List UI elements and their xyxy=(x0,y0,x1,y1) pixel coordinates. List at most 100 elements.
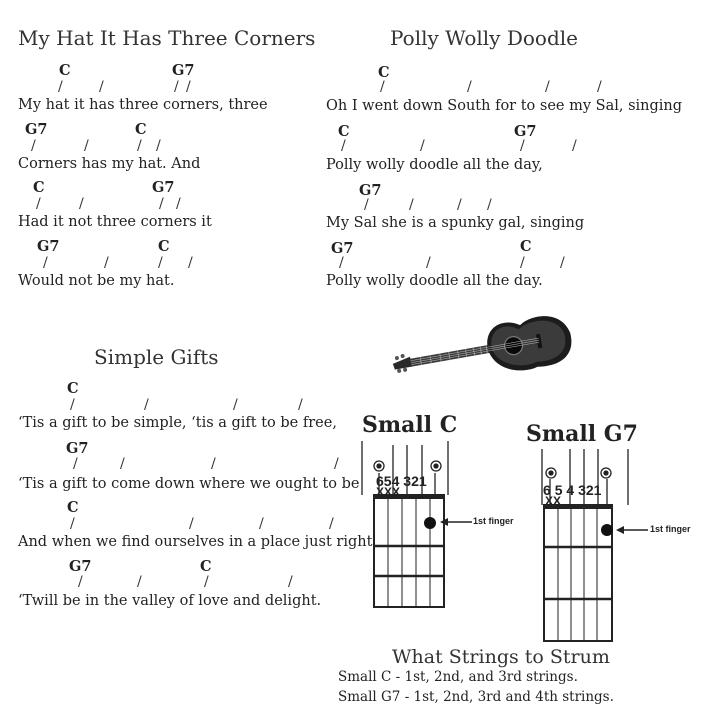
beat-mark: / xyxy=(84,138,89,154)
chord: C xyxy=(520,238,532,255)
strum-instruction: Small C - 1st, 2nd, and 3rd strings. xyxy=(338,669,578,685)
muted-mark: X xyxy=(545,494,554,508)
beat-mark: / xyxy=(341,138,346,154)
beat-mark: / xyxy=(426,255,431,271)
lyric-line: Oh I went down South for to see my Sal, … xyxy=(326,98,683,114)
string-numbers-g7: 6 5 4 321 xyxy=(543,482,601,498)
beat-mark: / xyxy=(572,138,577,154)
finger-label-c: 1st finger xyxy=(473,516,514,526)
beat-mark: / xyxy=(298,397,303,413)
string-number: 6 xyxy=(376,473,384,489)
finger-dot xyxy=(424,517,436,529)
chord: C xyxy=(338,123,350,140)
beat-mark: / xyxy=(99,79,104,95)
chord: G7 xyxy=(25,121,48,138)
beat-mark: / xyxy=(520,255,525,271)
beat-mark: / xyxy=(159,196,164,212)
beat-mark: / xyxy=(560,255,565,271)
string-number: 2 xyxy=(411,473,419,489)
lyric-line: Would not be my hat. xyxy=(18,273,175,289)
muted-mark: X xyxy=(392,485,401,499)
chord: C xyxy=(158,238,170,255)
chord: C xyxy=(135,121,147,138)
beat-mark: / xyxy=(364,197,369,213)
beat-mark: / xyxy=(520,138,525,154)
beat-mark: / xyxy=(104,255,109,271)
string-number: 1 xyxy=(593,482,602,498)
lyric-line: Corners has my hat. And xyxy=(18,156,201,172)
beat-mark: / xyxy=(233,397,238,413)
beat-mark: / xyxy=(409,197,414,213)
beat-mark: / xyxy=(43,255,48,271)
chord-diagram-small-c xyxy=(361,441,449,608)
lyric-line: My hat it has three corners, three xyxy=(18,97,268,113)
muted-mark: X xyxy=(376,485,385,499)
beat-mark: / xyxy=(31,138,36,154)
string-numbers-c: 654 321 xyxy=(376,473,427,489)
muted-strings-c: XXX xyxy=(376,485,400,499)
chord: C xyxy=(67,380,79,397)
beat-mark: / xyxy=(487,197,492,213)
beat-mark: / xyxy=(189,516,194,532)
lyric-line: Polly wolly doodle all the day. xyxy=(326,273,543,289)
lyric-line: Polly wolly doodle all the day, xyxy=(326,157,543,173)
beat-mark: / xyxy=(420,138,425,154)
lyric-line: ‘Twill be in the valley of love and deli… xyxy=(18,593,322,609)
string-number: 6 xyxy=(543,482,551,498)
beat-mark: / xyxy=(70,516,75,532)
muted-mark: X xyxy=(384,485,393,499)
beat-mark: / xyxy=(174,79,179,95)
strum-instruction: Small G7 - 1st, 2nd, 3rd and 4th strings… xyxy=(338,689,614,705)
string-number: 1 xyxy=(418,473,427,489)
beat-mark: / xyxy=(144,397,149,413)
chord: G7 xyxy=(66,440,89,457)
strum-title: What Strings to Strum xyxy=(392,646,610,668)
beat-mark: / xyxy=(545,79,550,95)
string-number: 5 xyxy=(383,473,392,489)
arrow-left-icon xyxy=(440,518,472,526)
chord: G7 xyxy=(37,238,60,255)
finger-dot xyxy=(601,524,613,536)
chord: C xyxy=(378,64,390,81)
string-number: 4 xyxy=(391,473,400,489)
chord: G7 xyxy=(172,62,195,79)
song-title-polly: Polly Wolly Doodle xyxy=(390,26,578,50)
chord: C xyxy=(200,558,212,575)
lyric-line: ‘Tis a gift to come down where we ought … xyxy=(18,476,360,492)
beat-mark: / xyxy=(120,456,125,472)
string-number: 4 xyxy=(566,482,575,498)
muted-mark: X xyxy=(553,494,562,508)
beat-mark: / xyxy=(176,196,181,212)
beat-mark: / xyxy=(79,196,84,212)
beat-mark: / xyxy=(211,456,216,472)
beat-mark: / xyxy=(36,196,41,212)
beat-mark: / xyxy=(186,79,191,95)
chord: G7 xyxy=(359,182,382,199)
arrow-left-icon xyxy=(616,526,648,534)
beat-mark: / xyxy=(78,574,83,590)
beat-mark: / xyxy=(70,397,75,413)
beat-mark: / xyxy=(457,197,462,213)
beat-mark: / xyxy=(288,574,293,590)
chord: G7 xyxy=(69,558,92,575)
beat-mark: / xyxy=(188,255,193,271)
beat-mark: / xyxy=(58,79,63,95)
lyric-line: And when we find ourselves in a place ju… xyxy=(18,534,373,550)
chord-diagram-small-g7 xyxy=(541,449,629,642)
beat-mark: / xyxy=(204,574,209,590)
chord: G7 xyxy=(331,240,354,257)
chord-diagram-title-g7: Small G7 xyxy=(526,421,638,447)
string-number: 3 xyxy=(578,482,586,498)
beat-mark: / xyxy=(158,255,163,271)
lyric-line: Had it not three corners it xyxy=(18,214,212,230)
beat-mark: / xyxy=(137,138,142,154)
muted-strings-g7: XX xyxy=(545,494,561,508)
lyric-line: My Sal she is a spunky gal, singing xyxy=(326,215,585,231)
beat-mark: / xyxy=(597,79,602,95)
chord: C xyxy=(59,62,71,79)
beat-mark: / xyxy=(339,255,344,271)
chord: G7 xyxy=(152,179,175,196)
beat-mark: / xyxy=(329,516,334,532)
acoustic-guitar-icon xyxy=(392,316,572,373)
chord: G7 xyxy=(514,123,537,140)
